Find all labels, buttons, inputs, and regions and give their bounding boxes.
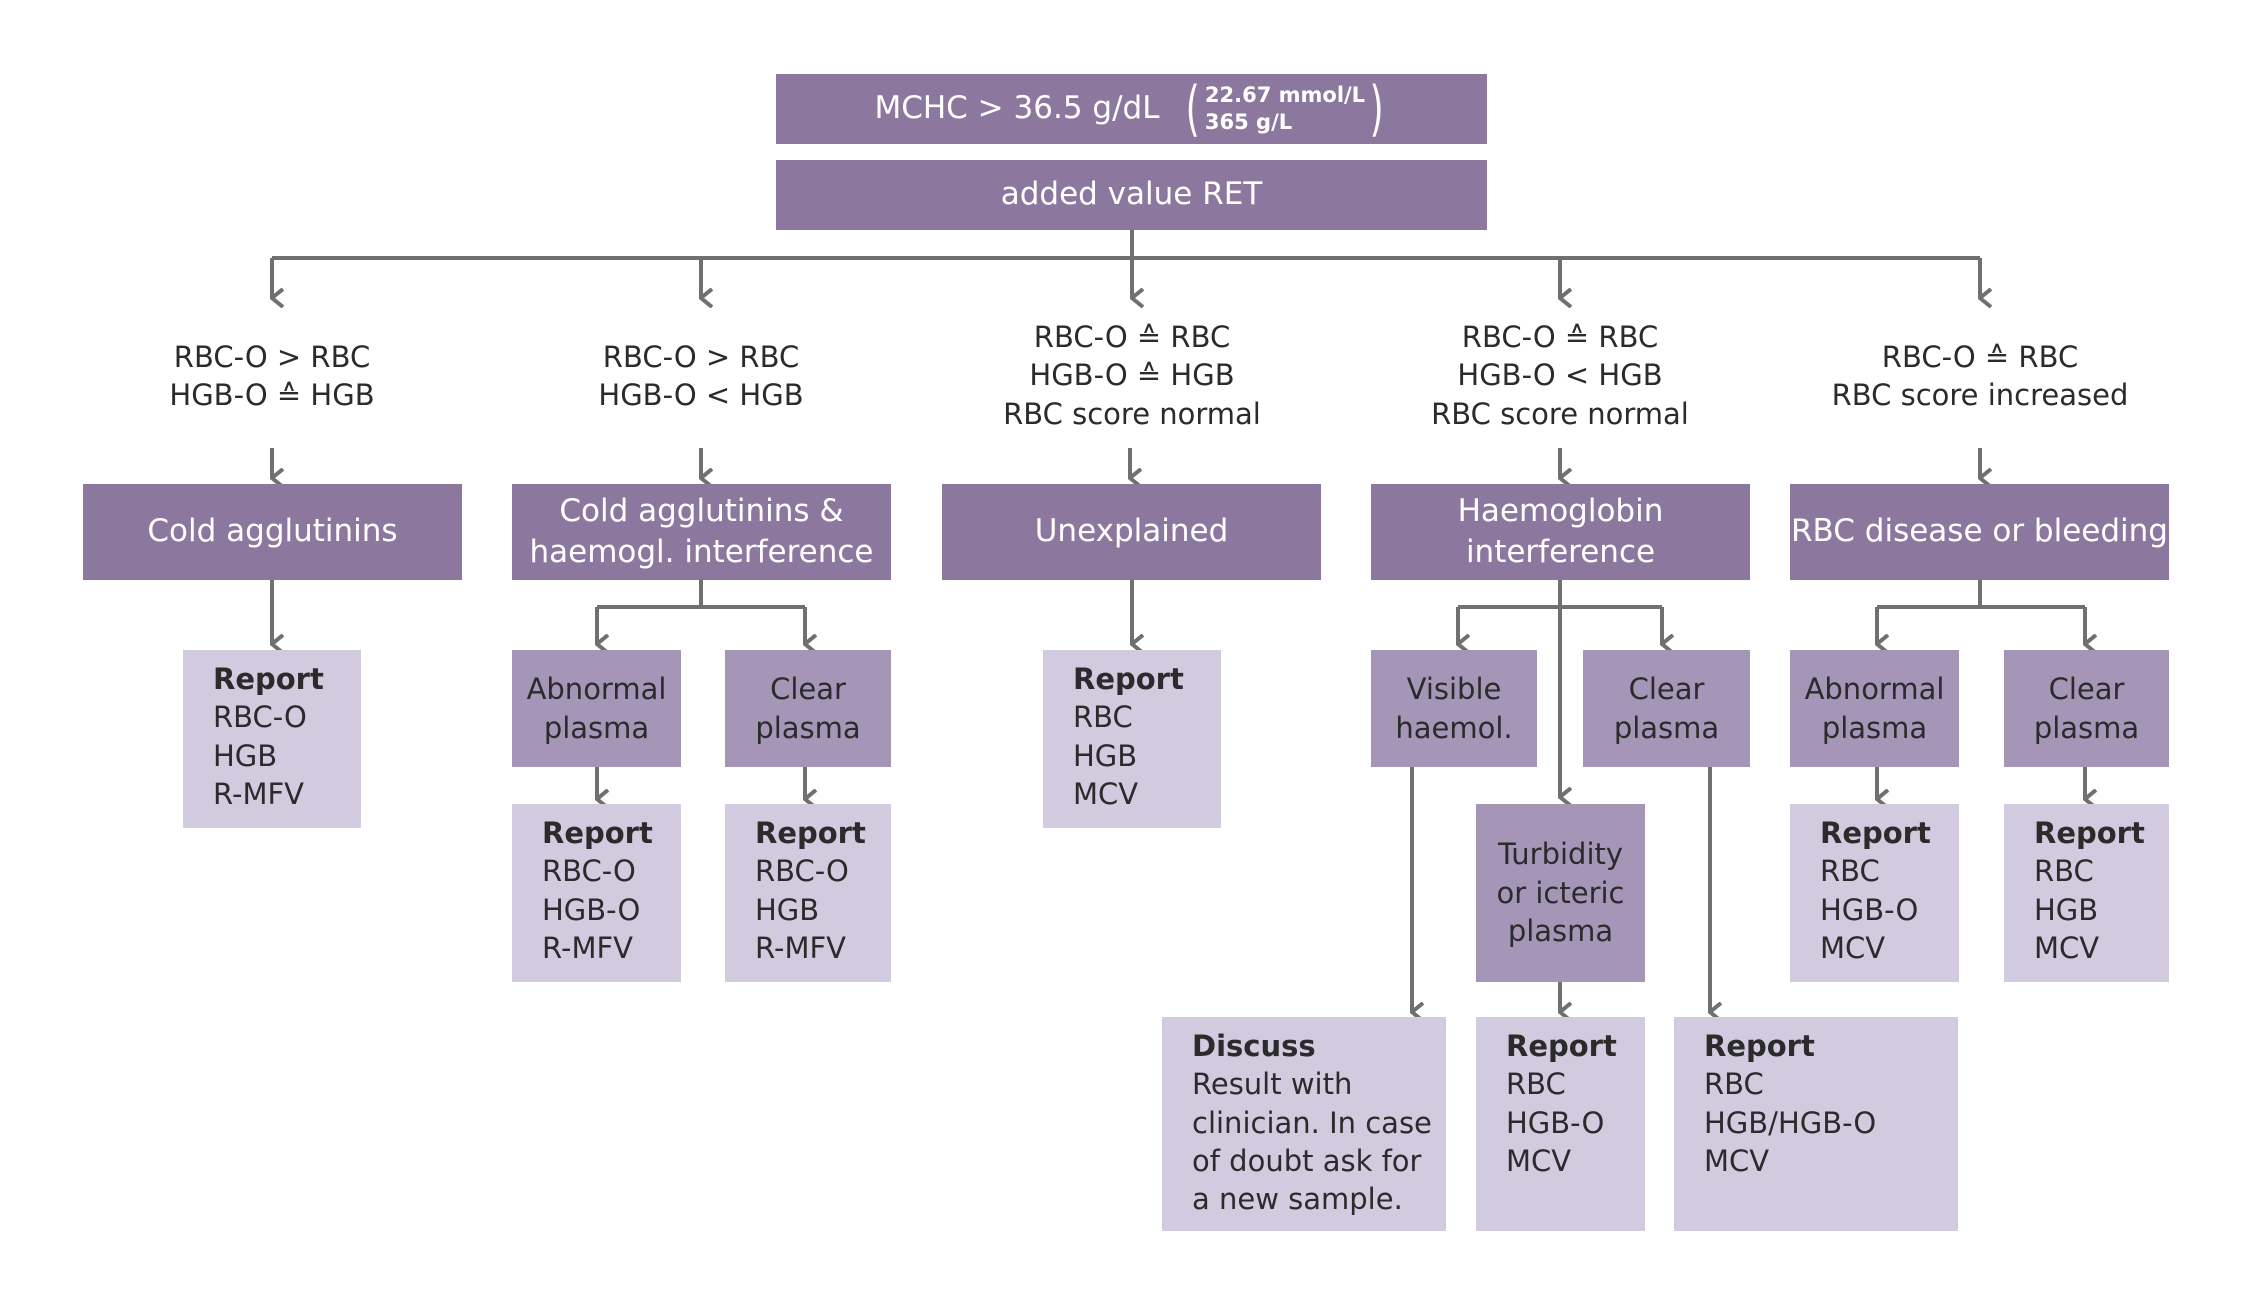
report-box-2b: Report RBC-O HGB R-MFV — [725, 804, 891, 982]
discuss-box: Discuss Result with clinician. In case o… — [1162, 1017, 1446, 1231]
diagnosis-rbc-disease: RBC disease or bleeding — [1790, 484, 2169, 580]
report-title: Report — [213, 662, 324, 696]
report-box-2a: Report RBC-O HGB-O R-MFV — [512, 804, 681, 982]
discuss-title: Discuss — [1192, 1029, 1316, 1063]
report-box-3: Report RBC HGB MCV — [1043, 650, 1221, 828]
report-title: Report — [542, 816, 653, 850]
report-title: Report — [1073, 662, 1184, 696]
report-title: Report — [755, 816, 866, 850]
alt-unit-gl: 365 g/L — [1204, 110, 1293, 134]
subbranch-abnormal-plasma-5: Abnormal plasma — [1790, 650, 1959, 767]
added-value-ret-label: added value RET — [1000, 176, 1263, 213]
report-box-5a: Report RBC HGB-O MCV — [1790, 804, 1959, 982]
subbranch-abnormal-plasma-2: Abnormal plasma — [512, 650, 681, 767]
report-title: Report — [1820, 816, 1931, 850]
subbranch-clear-plasma-4: Clear plasma — [1583, 650, 1750, 767]
condition-4: RBC-O ≙ RBC HGB-O < HGB RBC score normal — [1431, 320, 1689, 431]
report-title: Report — [2034, 816, 2145, 850]
condition-5: RBC-O ≙ RBC RBC score increased — [1831, 340, 2129, 413]
diagnosis-unexplained: Unexplained — [942, 484, 1321, 580]
added-value-ret-box: added value RET — [776, 160, 1487, 230]
report-box-1: Report RBC-O HGB R-MFV — [183, 650, 361, 828]
report-box-5b: Report RBC HGB MCV — [2004, 804, 2169, 982]
report-box-4b: Report RBC HGB-O MCV — [1476, 1017, 1645, 1231]
report-box-4c: Report RBC HGB/HGB-O MCV — [1674, 1017, 1958, 1231]
condition-1: RBC-O > RBC HGB-O ≙ HGB — [169, 340, 375, 413]
condition-2: RBC-O > RBC HGB-O < HGB — [598, 340, 804, 413]
diagnosis-haemoglobin-interference: Haemoglobin interference — [1371, 484, 1750, 580]
subbranch-turbidity-icteric: Turbidity or icteric plasma — [1476, 804, 1645, 982]
subbranch-visible-haemol: Visible haemol. — [1371, 650, 1537, 767]
mchc-header: MCHC > 36.5 g/dL ( 22.67 mmol/L 365 g/L … — [776, 74, 1487, 144]
alt-unit-mmol: 22.67 mmol/L — [1204, 82, 1366, 107]
mchc-label: MCHC > 36.5 g/dL — [874, 90, 1160, 127]
report-title: Report — [1506, 1029, 1617, 1063]
condition-3: RBC-O ≙ RBC HGB-O ≙ HGB RBC score normal — [1003, 320, 1261, 431]
alt-units: ( 22.67 mmol/L 365 g/L ) — [1186, 74, 1384, 144]
diagnosis-cold-agglutinins-haemogl: Cold agglutinins & haemogl. interference — [512, 484, 891, 580]
subbranch-clear-plasma-5: Clear plasma — [2004, 650, 2169, 767]
report-title: Report — [1704, 1029, 1815, 1063]
diagnosis-cold-agglutinins: Cold agglutinins — [83, 484, 462, 580]
subbranch-clear-plasma-2: Clear plasma — [725, 650, 891, 767]
